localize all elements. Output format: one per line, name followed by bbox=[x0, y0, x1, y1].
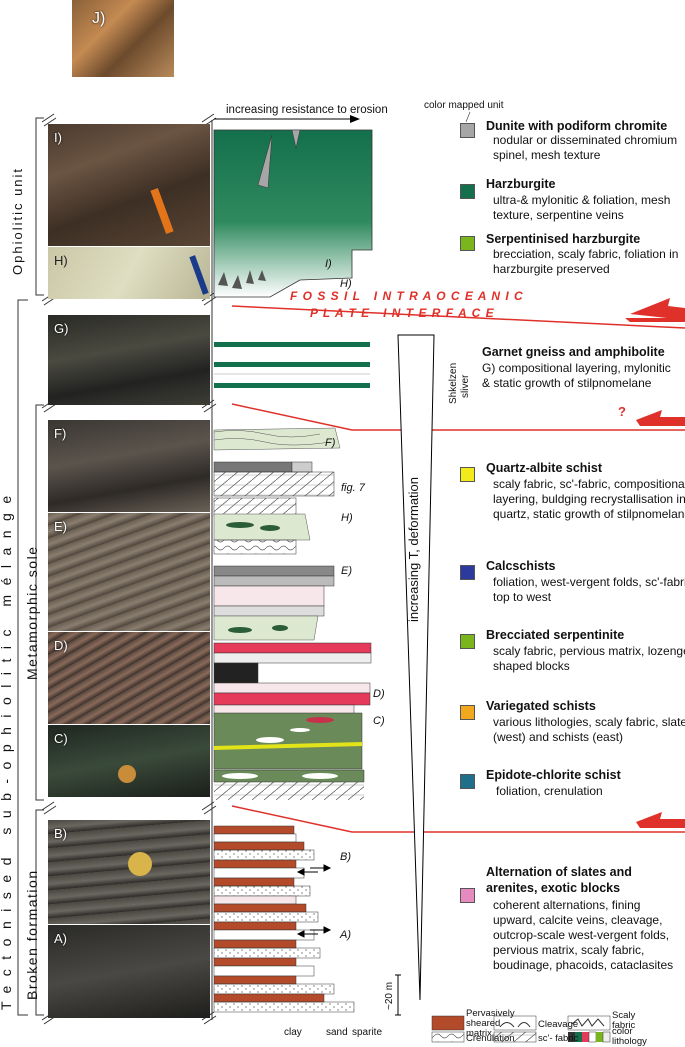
legend-title-serp-harz: Serpentinised harzburgite bbox=[486, 232, 641, 246]
grain-clay: clay bbox=[284, 1027, 302, 1038]
photo-j: J) bbox=[72, 0, 174, 77]
legend-swatch-variegated bbox=[460, 705, 475, 720]
photo-b: B) bbox=[48, 820, 210, 924]
photo-c-label: C) bbox=[54, 731, 68, 746]
bracket-broken bbox=[35, 809, 44, 1016]
grain-sand: sand bbox=[326, 1027, 348, 1038]
deformation-label: increasing T, deformation bbox=[406, 476, 421, 622]
photo-e-label: E) bbox=[54, 519, 67, 534]
interface-line2: P L A T E I N T E R F A C E bbox=[310, 306, 495, 320]
legend-desc-gneiss: G) compositional layering, mylonitic & s… bbox=[482, 361, 671, 390]
legend-swatch-serp-harz bbox=[460, 236, 475, 251]
deformation-wedge bbox=[397, 334, 435, 1001]
legend-desc-slates: coherent alternations, fining upward, ca… bbox=[493, 898, 674, 972]
ophiolitic-unit-label: Ophiolitic unit bbox=[10, 166, 25, 275]
photo-f-label: F) bbox=[54, 426, 67, 441]
photo-a: A) bbox=[48, 925, 210, 1018]
interface-line1: F O S S I L I N T R A O C E A N I C bbox=[290, 289, 524, 303]
legend-title-quartz: Quartz-albite schist bbox=[486, 461, 602, 475]
legend-desc-harzburgite: ultra-& mylonitic & foliation, mesh text… bbox=[493, 193, 671, 222]
photo-g: G) bbox=[48, 315, 210, 405]
legend-desc-dunite: nodular or disseminated chromium spinel,… bbox=[493, 133, 678, 162]
legend-desc-variegated: various lithologies, scaly fabric, slate… bbox=[493, 715, 685, 744]
col-label-f: F) bbox=[325, 437, 336, 449]
shkelzen-label: Shkelzen bbox=[448, 362, 459, 404]
photo-c: C) bbox=[48, 725, 210, 797]
legend-swatch-harzburgite bbox=[460, 184, 475, 199]
col-label-a: A) bbox=[340, 929, 351, 941]
legend-title-variegated: Variegated schists bbox=[486, 699, 596, 713]
photo-h-label: H) bbox=[54, 253, 68, 268]
col-label-h2: H) bbox=[341, 512, 353, 524]
photo-b-label: B) bbox=[54, 826, 67, 841]
legend-title-slates: Alternation of slates and arenites, exot… bbox=[486, 865, 632, 895]
legend-title-harzburgite: Harzburgite bbox=[486, 177, 556, 191]
photo-i-label: I) bbox=[54, 130, 62, 145]
scale-bar-label: ~20 m bbox=[384, 981, 395, 1010]
melange-label: Tectonised sub-ophiolitic mélange bbox=[0, 486, 14, 1010]
legend-title-brecciated: Brecciated serpentinite bbox=[486, 628, 625, 642]
bracket-melange bbox=[17, 299, 28, 1016]
harzburgite-block bbox=[213, 129, 373, 298]
photo-j-label: J) bbox=[92, 10, 106, 27]
legend-desc-serp-harz: brecciation, scaly fabric, foliation in … bbox=[493, 247, 679, 276]
legend-swatch-calcschists bbox=[460, 565, 475, 580]
col-label-i: I) bbox=[325, 258, 332, 270]
photo-e: E) bbox=[48, 513, 210, 631]
key-color: color lithology bbox=[612, 1026, 647, 1047]
key-sheared: Pervasively sheared matrix bbox=[466, 1008, 515, 1039]
legend-title-gneiss: Garnet gneiss and amphibolite bbox=[482, 345, 665, 359]
legend-swatch-slates bbox=[460, 888, 475, 903]
legend-desc-calcschists: foliation, west-vergent folds, sc'-fabri… bbox=[493, 575, 685, 604]
key-cleavage: Cleavage bbox=[538, 1019, 579, 1030]
photo-i: I) bbox=[48, 124, 210, 246]
photo-a-label: A) bbox=[54, 931, 67, 946]
legend-title-epidote: Epidote-chlorite schist bbox=[486, 768, 621, 782]
photo-f: F) bbox=[48, 420, 210, 512]
legend-desc-epidote: foliation, crenulation bbox=[496, 784, 603, 798]
col-label-d: D) bbox=[373, 688, 385, 700]
key-crenulation: Crenulation bbox=[466, 1033, 515, 1044]
legend-swatch-epidote bbox=[460, 774, 475, 789]
color-mapped-unit-label: color mapped unit bbox=[424, 100, 504, 111]
legend-desc-quartz: scaly fabric, sc'-fabric, compositional … bbox=[493, 477, 685, 521]
photo-d: D) bbox=[48, 632, 210, 724]
col-label-h: H) bbox=[340, 278, 352, 290]
grain-sparite: sparite bbox=[352, 1027, 383, 1038]
legend-swatch-quartz bbox=[460, 467, 475, 482]
col-label-b: B) bbox=[340, 851, 351, 863]
col-label-fig7: fig. 7 bbox=[341, 482, 365, 494]
photo-h: H) bbox=[48, 247, 210, 299]
shkelzen-label-2: sliver bbox=[460, 374, 471, 398]
metamorphic-sole-label: Metamorphic sole bbox=[24, 545, 40, 681]
erosion-axis-title: increasing resistance to erosion bbox=[226, 104, 388, 116]
legend-swatch-dunite bbox=[460, 123, 475, 138]
legend-title-calcschists: Calcschists bbox=[486, 559, 556, 573]
hammer-icon bbox=[189, 255, 209, 295]
photo-d-label: D) bbox=[54, 638, 68, 653]
legend-desc-brecciated: scaly fabric, pervious matrix, lozenge-s… bbox=[493, 644, 685, 673]
legend-swatch-brecciated bbox=[460, 634, 475, 649]
legend-title-dunite: Dunite with podiform chromite bbox=[486, 119, 668, 133]
col-label-e: E) bbox=[341, 565, 352, 577]
coin-icon bbox=[118, 765, 136, 783]
key-scaly: Scaly fabric bbox=[612, 1010, 636, 1031]
coin-icon bbox=[128, 852, 152, 876]
bracket-ophiolitic bbox=[35, 117, 44, 296]
key-sc: sc'- fabric bbox=[538, 1033, 579, 1044]
broken-formation-layers bbox=[213, 825, 355, 1013]
col-label-c: C) bbox=[373, 715, 385, 727]
broken-formation-label: Broken formation bbox=[24, 869, 40, 1000]
photo-g-label: G) bbox=[54, 321, 69, 336]
bracket-sole bbox=[35, 404, 44, 801]
hammer-icon bbox=[150, 188, 174, 234]
question-mark: ? bbox=[618, 404, 626, 419]
